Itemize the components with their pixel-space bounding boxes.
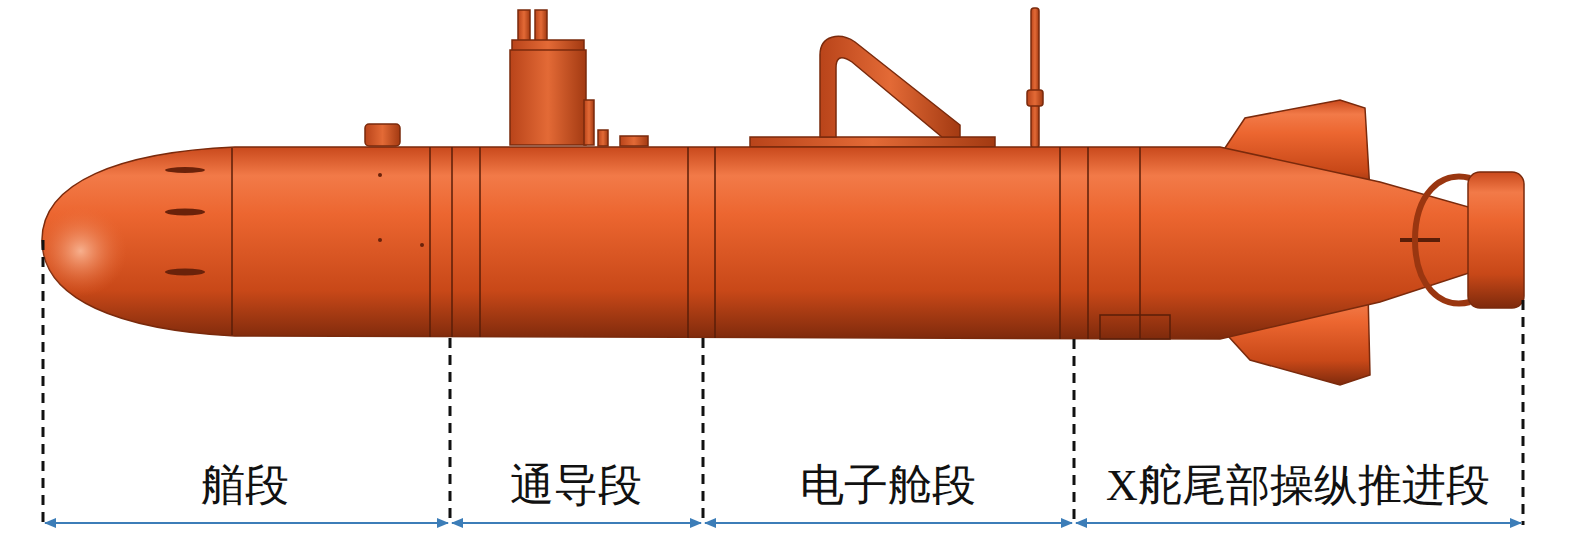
section-label: X舵尾部操纵推进段 [1106,462,1490,510]
section-label: 艏段 [201,462,289,510]
section-label: 电子舱段 [800,462,976,510]
section-label: 通导段 [510,462,642,510]
